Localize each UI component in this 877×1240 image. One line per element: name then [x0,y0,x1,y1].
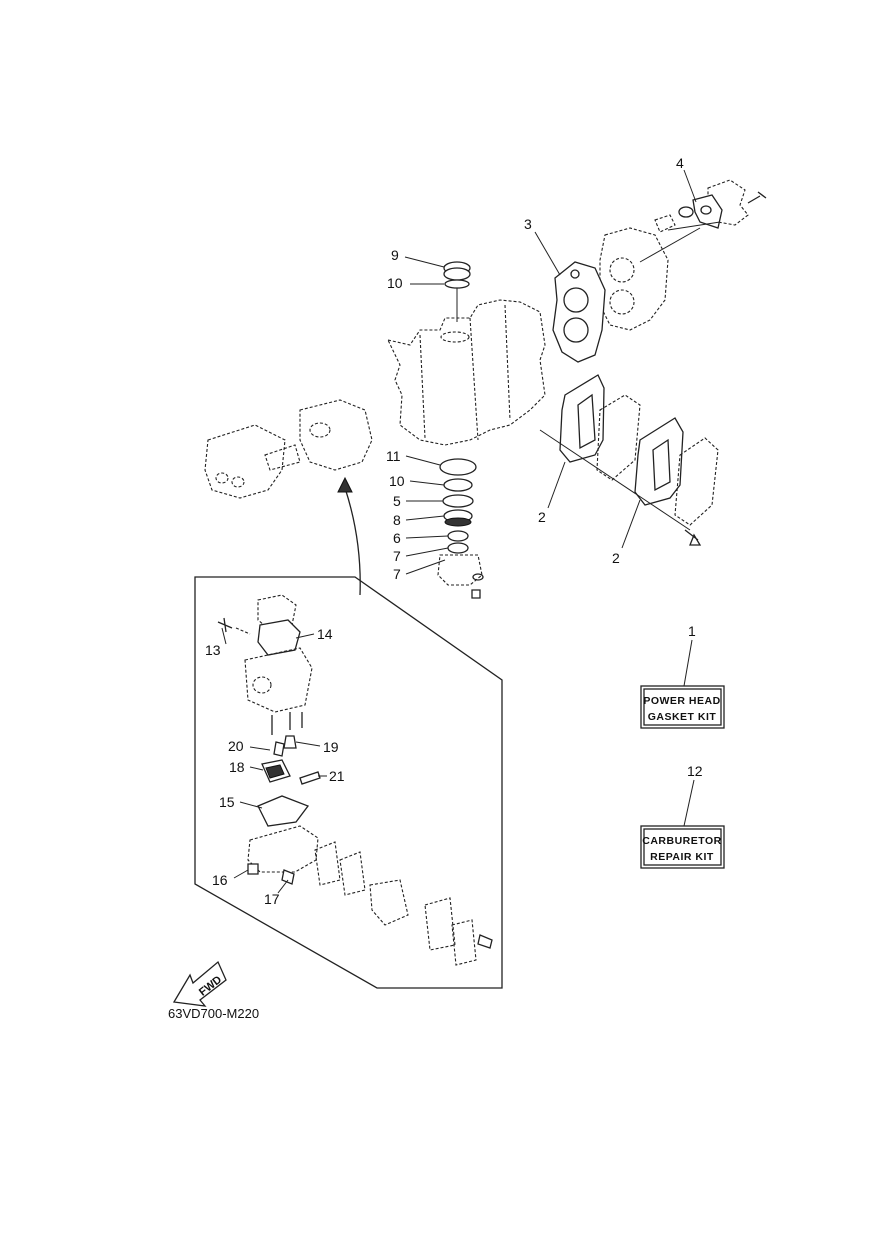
callout-7a: 7 [393,548,401,564]
fwd-direction-arrow: FWD [172,960,227,1007]
bolt-inset [477,934,493,949]
leader-lines [221,169,697,894]
callout-10a: 10 [387,275,403,291]
carburetor-repair-kit-box: CARBURETOR REPAIR KIT [640,825,725,869]
float-chamber-gasket [257,795,310,827]
callout-17: 17 [264,891,280,907]
power-head-assembly [387,179,767,599]
callout-20: 20 [228,738,244,754]
drain-screw [247,863,259,875]
power-head-kit-line2: GASKET KIT [648,711,717,723]
cylinder-block [387,299,546,446]
o-ring-10 [443,478,473,492]
lower-bearing-housing [437,554,483,586]
thermostat-gasket [692,194,723,229]
pilot-screw [217,617,233,633]
callout-4: 4 [676,155,684,171]
bolt-exhaust [684,529,702,546]
callout-21: 21 [329,768,345,784]
callout-8: 8 [393,512,401,528]
callout-18: 18 [229,759,245,775]
callout-2b: 2 [612,550,620,566]
carburetor-kit-line1: CARBURETOR [642,835,721,847]
callout-1: 1 [688,623,696,639]
diaphragm-cover [257,619,301,656]
figure-code: 63VD700-M220 [168,1006,259,1021]
o-ring-11 [439,458,477,476]
o-ring-top [444,279,470,289]
callout-13: 13 [205,642,221,658]
assembly-arrow [344,487,361,596]
callout-2a: 2 [538,509,546,525]
callout-19: 19 [323,739,339,755]
bolt-top-right [747,191,767,204]
power-head-kit-line1: POWER HEAD [643,695,720,707]
callout-15: 15 [219,794,235,810]
float-screw [281,869,295,885]
callout-11: 11 [386,448,401,464]
seal-6 [447,530,469,542]
pilot-jet [273,741,285,757]
callouts: 1 2 2 3 4 5 6 7 7 8 9 10 10 11 12 13 14 … [205,155,703,907]
carburetor-kit-line2: REPAIR KIT [650,851,714,863]
float-pin [299,771,321,785]
seal-7a [447,542,469,554]
callout-16: 16 [212,872,228,888]
exhaust-gasket-outer [634,417,684,506]
cylinder-head-cover [599,227,669,331]
callout-3: 3 [524,216,532,232]
main-jet [283,735,297,749]
intake-manifold-assembly [204,399,373,499]
power-head-gasket-kit-box: POWER HEAD GASKET KIT [640,685,725,729]
callout-6: 6 [393,530,401,546]
callout-10b: 10 [389,473,405,489]
carburetor-assembly [217,594,493,966]
bolt-lower [471,589,481,599]
callout-14: 14 [317,626,333,642]
callout-12: 12 [687,763,703,779]
callout-7b: 7 [393,566,401,582]
callout-5: 5 [393,493,401,509]
exhaust-gasket-inner [559,374,605,463]
seal-5 [442,494,474,508]
thermostat-cover [707,179,749,226]
callout-9: 9 [391,247,399,263]
carburetor-inset-frame [194,576,503,989]
